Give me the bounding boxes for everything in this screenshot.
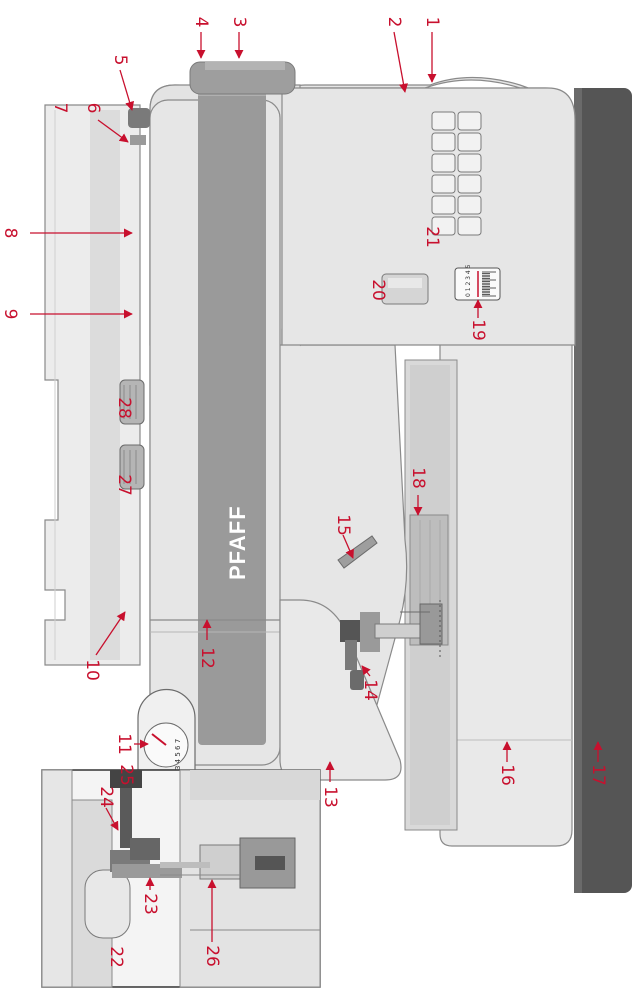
callout-label-5: 5 [110, 55, 130, 66]
callout-label-13: 13 [320, 786, 340, 808]
callout-label-9: 9 [0, 309, 20, 320]
callout-label-14: 14 [360, 679, 380, 701]
needle-clamp-screw [110, 770, 142, 788]
stitch-length-dial: 0 1 2 3 4 5 [454, 264, 501, 301]
callout-leader-15 [342, 534, 354, 559]
callout-label-1: 1 [422, 17, 442, 28]
callout-label-12: 12 [197, 647, 217, 669]
callout-label-6: 6 [83, 103, 103, 114]
stitch-button [457, 216, 482, 236]
stitch-button [457, 111, 482, 131]
stitch-button [431, 216, 456, 236]
callout-label-18: 18 [408, 467, 428, 489]
stitch-button [457, 132, 482, 152]
stitch-button [457, 174, 482, 194]
callout-label-24: 24 [96, 786, 116, 808]
stitch-button [457, 195, 482, 215]
spool-pin [128, 108, 150, 128]
callout-label-15: 15 [333, 514, 353, 536]
dial-27 [119, 444, 145, 490]
presser-foot-lift [84, 869, 131, 939]
dial-28 [119, 379, 145, 425]
stitch-button [457, 153, 482, 173]
callout-label-22: 22 [106, 946, 126, 968]
callout-leader-5 [119, 69, 135, 111]
callout-label-27: 27 [114, 474, 134, 496]
tension-dial: 3 4 5 6 7 [137, 688, 196, 771]
callout-label-7: 7 [50, 103, 70, 114]
callout-label-11: 11 [114, 733, 134, 755]
arm-stripe [198, 90, 266, 745]
presser-foot-lever [337, 535, 378, 569]
stitch-button [431, 174, 456, 194]
callout-label-21: 21 [422, 226, 442, 248]
tension-dial-scale: 3 4 5 6 7 [174, 739, 182, 770]
callout-leader-10 [95, 611, 126, 656]
callout-leader-2 [393, 31, 408, 93]
stitch-button [431, 132, 456, 152]
stitch-button [431, 195, 456, 215]
stitch-button [431, 111, 456, 131]
callout-leader-6 [97, 119, 129, 143]
stitch-length-scale: 0 1 2 3 4 5 [465, 264, 472, 297]
callout-label-4: 4 [191, 17, 211, 28]
callout-label-8: 8 [0, 228, 20, 239]
callout-label-10: 10 [82, 659, 102, 681]
callout-label-26: 26 [202, 945, 222, 967]
callout-leader-14 [361, 665, 371, 677]
callout-label-20: 20 [368, 279, 388, 301]
callout-label-3: 3 [229, 17, 249, 28]
callout-leader-24 [105, 807, 119, 831]
machine-base [574, 88, 632, 893]
callout-label-28: 28 [114, 397, 134, 419]
brand-logo: PFAFF [225, 505, 250, 580]
callout-label-23: 23 [140, 893, 160, 915]
callout-label-17: 17 [588, 764, 608, 786]
callout-label-25: 25 [116, 764, 136, 786]
stitch-button [431, 153, 456, 173]
machine-illustration: PFAFF 3 4 5 6 7 [44, 61, 632, 893]
callout-label-2: 2 [384, 17, 404, 28]
callout-label-16: 16 [497, 764, 517, 786]
callout-label-19: 19 [468, 319, 488, 341]
stitch-buttons [431, 111, 482, 236]
needle-assembly [340, 603, 443, 690]
